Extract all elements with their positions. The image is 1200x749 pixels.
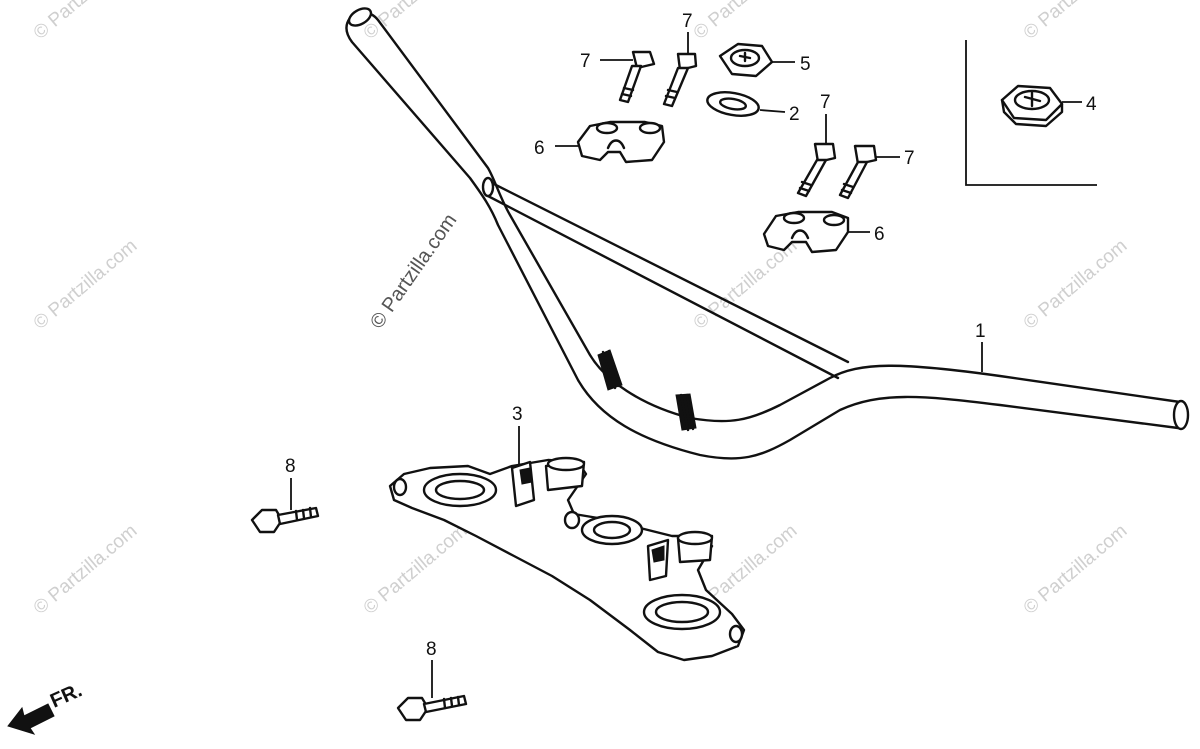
nut-5 xyxy=(718,42,774,78)
handlebar-end-right xyxy=(1172,399,1190,431)
watermark-text: © Partzilla.com xyxy=(30,235,142,333)
bolt-8-upper xyxy=(250,506,320,534)
front-arrow-icon xyxy=(7,703,55,735)
callout-4: 4 xyxy=(1086,94,1097,115)
callout-7-left: 7 xyxy=(580,51,591,72)
bolt-7-b xyxy=(662,52,698,108)
callout-2: 2 xyxy=(789,104,800,125)
bolt-7-a xyxy=(618,50,656,104)
crossbar-end xyxy=(481,176,495,198)
handlebar-crossbar xyxy=(484,178,850,380)
front-label: FR. xyxy=(47,679,85,712)
lower-holder-3 xyxy=(388,456,746,662)
box-outline-part-4 xyxy=(965,40,1097,186)
callout-labels: 1 2 3 4 5 6 6 7 7 7 7 8 8 xyxy=(285,11,1097,660)
callout-8-lower: 8 xyxy=(426,639,437,660)
knurl-left xyxy=(597,349,623,391)
handlebar xyxy=(345,7,1190,460)
upper-holder-6-b xyxy=(762,210,850,254)
bolt-8-lower xyxy=(396,694,468,722)
nut-4 xyxy=(1000,84,1064,128)
washer-2 xyxy=(706,91,760,117)
callout-5: 5 xyxy=(800,54,811,75)
callout-1: 1 xyxy=(975,321,986,342)
watermark-text: © Partzilla.com xyxy=(1020,520,1132,618)
callout-6-lower: 6 xyxy=(874,224,885,245)
upper-holder-6-a xyxy=(576,120,666,164)
watermark-text-center: © Partzilla.com xyxy=(366,210,461,333)
watermark-text: © Partzilla.com xyxy=(1020,235,1132,333)
front-direction-arrow: FR. xyxy=(7,679,85,735)
watermark-text: © Partzilla.com xyxy=(30,0,142,44)
bolt-7-d xyxy=(838,144,878,200)
watermark-text: © Partzilla.com xyxy=(690,0,802,44)
callout-7-top: 7 xyxy=(682,11,693,32)
callout-7-right: 7 xyxy=(904,148,915,169)
watermark-text: © Partzilla.com xyxy=(360,520,472,618)
callout-6-upper: 6 xyxy=(534,138,545,159)
leader-lines xyxy=(290,32,1082,698)
watermark-text: © Partzilla.com xyxy=(360,0,472,44)
callout-7-middle: 7 xyxy=(820,92,831,113)
callout-3: 3 xyxy=(512,404,523,425)
callout-8-upper: 8 xyxy=(285,456,296,477)
knurl-right xyxy=(675,393,697,432)
bolt-7-c xyxy=(796,142,837,198)
handlebar-end-left xyxy=(347,7,373,27)
watermark-text: © Partzilla.com xyxy=(1020,0,1132,44)
watermark-text: © Partzilla.com xyxy=(30,520,142,618)
